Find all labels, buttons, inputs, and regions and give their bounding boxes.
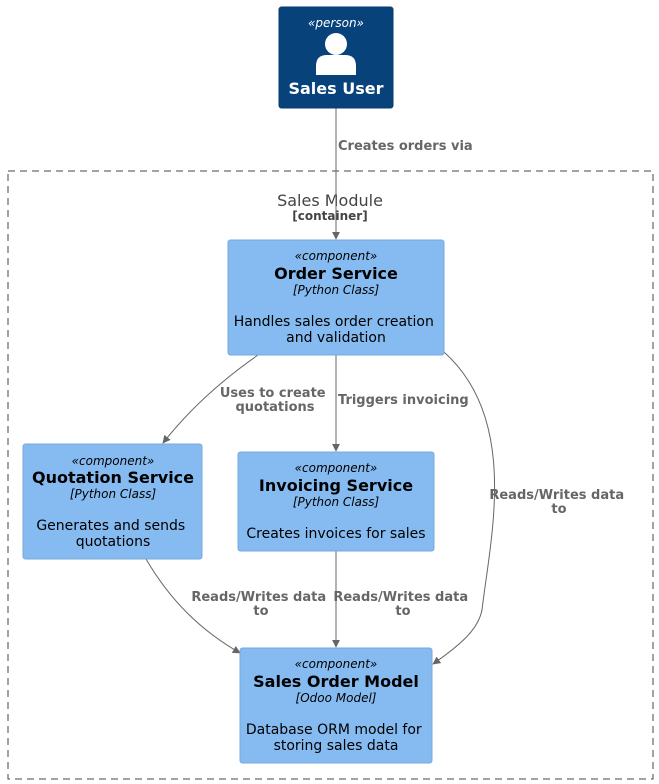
component-order-service[interactable]: «component» Order Service [Python Class]… <box>227 239 445 356</box>
component-description: Handles sales order creation and validat… <box>234 314 439 346</box>
component-description: Creates invoices for sales <box>246 526 425 542</box>
component-description: Database ORM model for storing sales dat… <box>246 722 426 754</box>
sales-module-boundary <box>7 170 654 780</box>
component-invoicing-service[interactable]: «component» Invoicing Service [Python Cl… <box>237 451 435 552</box>
component-stereotype: «component» <box>72 454 155 468</box>
component-technology: [Python Class] <box>293 495 380 509</box>
component-stereotype: «component» <box>295 461 378 475</box>
edge-quotation-to-model <box>145 558 241 654</box>
boundary-type: [container] <box>292 209 367 223</box>
component-stereotype: «component» <box>295 249 378 263</box>
relation-label-invoicing-to-model: Reads/Writes data to <box>333 590 472 619</box>
component-quotation-service[interactable]: «component» Quotation Service [Python Cl… <box>22 443 203 560</box>
relation-label-order-to-model: Reads/Writes data to <box>489 488 628 517</box>
component-technology: [Python Class] <box>70 487 157 501</box>
person-name: Sales User <box>288 79 383 98</box>
person-sales-user[interactable]: «person» Sales User <box>278 6 394 109</box>
component-name: Invoicing Service <box>259 476 413 495</box>
component-technology: [Odoo Model] <box>296 691 377 705</box>
edge-order-to-quotation <box>162 354 259 444</box>
person-icon <box>316 33 356 75</box>
relation-label-quotation-to-model: Reads/Writes data to <box>191 590 330 619</box>
component-sales-order-model[interactable]: «component» Sales Order Model [Odoo Mode… <box>239 647 433 764</box>
component-description: Generates and sends quotations <box>36 518 189 550</box>
component-name: Sales Order Model <box>253 672 419 691</box>
edge-order-to-model <box>432 351 495 665</box>
relation-label-order-to-invoicing: Triggers invoicing <box>338 393 469 408</box>
boundary-title: Sales Module <box>277 191 383 210</box>
relation-label-order-to-quotation: Uses to create quotations <box>220 386 330 415</box>
person-stereotype: «person» <box>308 16 364 30</box>
relation-label-user-to-order: Creates orders via <box>338 139 473 154</box>
component-name: Order Service <box>274 264 398 283</box>
component-name: Quotation Service <box>32 468 194 487</box>
component-technology: [Python Class] <box>293 283 380 297</box>
component-stereotype: «component» <box>295 657 378 671</box>
edges <box>145 108 495 665</box>
